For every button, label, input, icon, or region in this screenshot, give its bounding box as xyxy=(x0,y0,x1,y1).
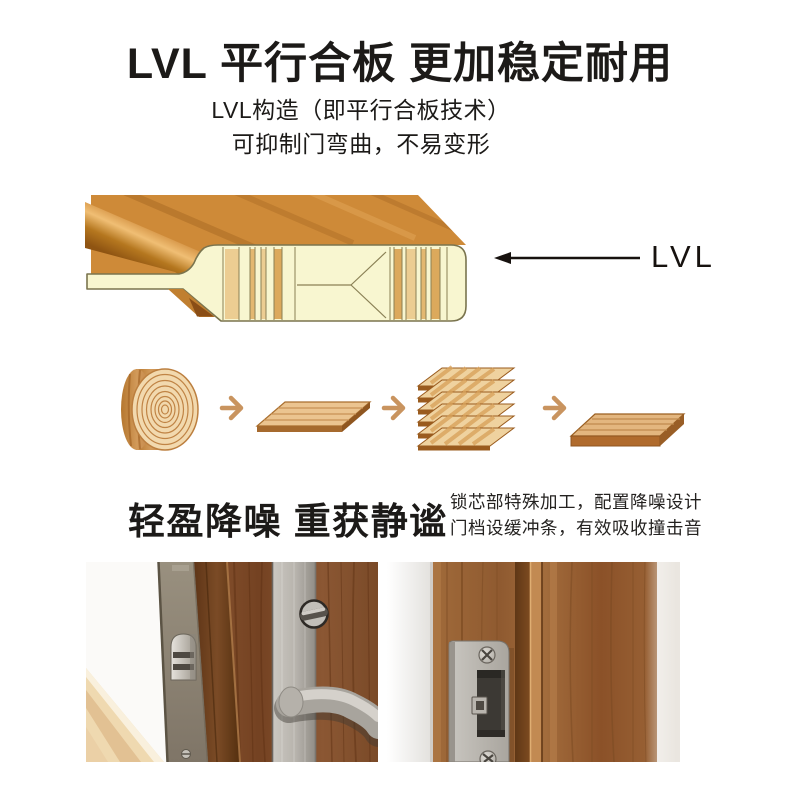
lvl-strips xyxy=(222,247,448,320)
door-gap xyxy=(387,562,433,762)
molding-ridge xyxy=(85,202,205,275)
section-description: 锁芯部特殊加工，配置降噪设计 门档设缓冲条，有效吸收撞击音 xyxy=(450,489,702,541)
subtitle-block: LVL构造（即平行合板技术） 可抑制门弯曲，不易变形 xyxy=(151,93,571,161)
screw-icon xyxy=(479,750,497,762)
arrow-left-icon xyxy=(494,252,511,264)
log-icon xyxy=(121,368,199,451)
desc-line-2: 门档设缓冲条，有效吸收撞击音 xyxy=(450,518,702,538)
page-title: LVL 平行合板 更加稳定耐用 xyxy=(126,40,674,88)
strike-plate xyxy=(448,640,514,762)
lvl-process-diagram xyxy=(121,365,686,451)
door-lock-and-handle-photo xyxy=(86,562,378,762)
subtitle-line-2: 可抑制门弯曲，不易变形 xyxy=(231,131,491,157)
frame-core-panel xyxy=(297,251,387,319)
screw-icon xyxy=(478,646,496,664)
veneer-stack-icon xyxy=(416,365,516,451)
latch-tab xyxy=(471,696,488,715)
doorstop-strip xyxy=(530,562,542,762)
wood-grain-streaks xyxy=(123,195,465,252)
door-cross-section-illustration xyxy=(85,195,467,322)
frame-rabbet-shadow xyxy=(515,562,530,762)
floor xyxy=(86,668,164,762)
door-frame-strike-plate-photo xyxy=(387,562,680,762)
arrow-right-icon xyxy=(219,395,244,421)
lvl-pointer-arrow xyxy=(494,252,640,264)
lvl-board-icon xyxy=(569,413,686,447)
escutcheon-plate xyxy=(271,562,317,762)
veneer-sheet-icon xyxy=(255,401,372,432)
thumbturn-lock xyxy=(299,599,329,629)
tongue-wood-shadow xyxy=(189,298,214,317)
lever-handle xyxy=(274,686,378,747)
mortise-latch xyxy=(170,633,197,681)
section-heading: 轻盈降噪 重获静谧 xyxy=(128,501,448,542)
desc-line-1: 锁芯部特殊加工，配置降噪设计 xyxy=(450,492,702,512)
subtitle-line-1: LVL构造（即平行合板技术） xyxy=(211,97,511,123)
arrow-right-icon xyxy=(542,395,567,421)
lvl-label: LVL xyxy=(651,239,716,274)
arrow-right-icon xyxy=(381,395,406,421)
